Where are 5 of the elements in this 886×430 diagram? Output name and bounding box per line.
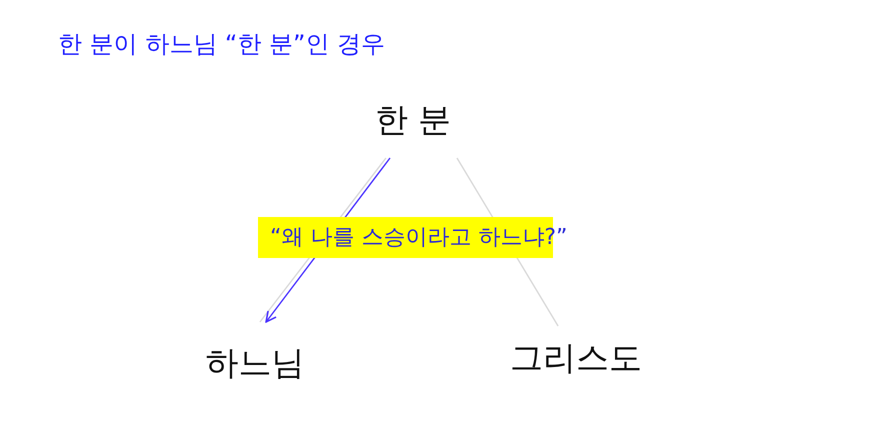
node-label: 하느님 bbox=[190, 322, 320, 404]
node-label: 그리스도 bbox=[500, 326, 652, 390]
node-label: 한 분 bbox=[360, 82, 466, 158]
title: 한 분이 하느님 “한 분”인 경우 bbox=[58, 29, 386, 60]
connector-line bbox=[456, 158, 559, 326]
